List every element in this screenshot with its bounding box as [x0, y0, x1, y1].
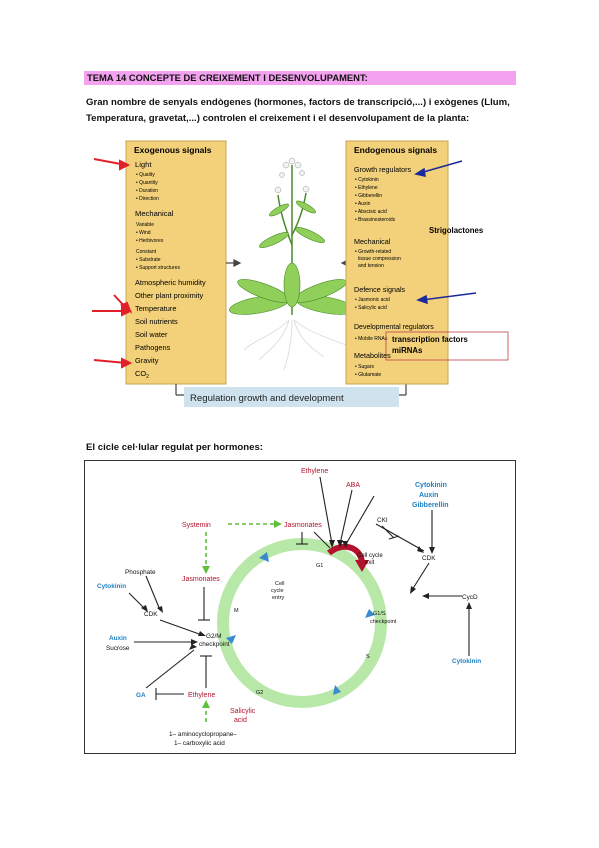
endogenous-panel — [345, 140, 449, 385]
cell-cycle-exit-arrow — [327, 543, 365, 563]
section-heading: TEMA 14 CONCEPTE DE CREIXEMENT I DESENVO… — [84, 71, 516, 85]
arrow-heads — [141, 540, 472, 650]
entry-label-3: entry — [272, 595, 284, 601]
regulation-label: Regulation growth and development — [190, 393, 344, 404]
growth-label: Growth regulators — [354, 165, 412, 174]
dev-item: • Mobile RNAs — [355, 336, 388, 342]
cycd-label: CycD — [462, 594, 478, 601]
growth-item: • Ethylene — [355, 185, 378, 191]
blue-arrows — [414, 160, 477, 305]
co2-label: CO2 — [135, 369, 149, 380]
metab-item: • Sugars — [355, 364, 374, 370]
dev-label: Developmental regulators — [354, 324, 434, 331]
exit-label-1: Cell cycle — [357, 553, 383, 559]
temperature-label: Temperature — [135, 304, 177, 313]
tf-box — [385, 331, 509, 361]
ethylene-top: Ethylene — [301, 468, 328, 475]
salicylic-1: Salicylic — [230, 708, 256, 715]
endo-mech-label: Mechanical — [354, 237, 391, 246]
growth-item: • Abscisic acid — [355, 209, 387, 215]
salicylic-2: acid — [234, 717, 247, 724]
acc-label-1: 1– aminocyclopropane– — [169, 731, 237, 738]
ethylene-bottom: Ethylene — [188, 692, 215, 699]
m-label: M — [234, 608, 239, 614]
exo-title: Exogenous signals — [134, 145, 212, 155]
regulation-arrows — [128, 476, 470, 700]
auxin-left: Auxin — [109, 635, 127, 642]
red-arrows — [92, 158, 133, 369]
cdk-left: CDK — [144, 611, 158, 618]
metab-item: • Glutamate — [355, 372, 381, 378]
jasmonates-left: Jasmonates — [182, 576, 220, 583]
exogenous-panel — [125, 140, 227, 385]
growth-item: • Gibberellin — [355, 193, 382, 199]
variable-item: • Herbivores — [136, 238, 164, 244]
constant-item: • Substrate — [136, 257, 161, 263]
defence-label: Defence signals — [354, 285, 406, 294]
cdk-right: CDK — [422, 555, 436, 562]
endo-mech-item: and tension — [358, 263, 384, 269]
cyto-top: Cytokinin — [415, 482, 447, 489]
cell-cycle-subhead: El cicle cel·lular regulat per hormones: — [86, 442, 264, 453]
defence-item: • Jasmonic acid — [355, 297, 390, 303]
intro-paragraph: Gran nombre de senyals endògenes (hormon… — [86, 97, 510, 124]
constant-label: Constant — [136, 249, 157, 255]
exit-label-2: exit — [365, 560, 375, 566]
light-item: • Quantity — [136, 180, 158, 186]
systemin-label: Systemin — [182, 522, 211, 529]
g1s-label-2: checkpoint — [370, 619, 397, 625]
nutrients-label: Soil nutrients — [135, 317, 178, 326]
g2m-label-2: checkpoint — [199, 641, 230, 648]
jasmonates-top: Jasmonates — [284, 522, 322, 529]
s-label: S — [366, 654, 370, 660]
variable-item: • Wind — [136, 230, 151, 236]
endo-title: Endogenous signals — [354, 145, 437, 155]
light-label: Light — [135, 160, 152, 169]
cytokinin-right: Cytokinin — [452, 658, 481, 665]
mirnas-label: miRNAs — [392, 346, 423, 355]
g2-label: G2 — [256, 690, 263, 696]
ga-label: GA — [136, 692, 146, 699]
growth-item: • Cytokinin — [355, 177, 379, 183]
constant-item: • Support structures — [136, 265, 180, 271]
plant-signals-figure: Exogenous signals Light • Quality • Quan… — [92, 140, 509, 407]
aba-label: ABA — [346, 482, 360, 489]
cell-cycle-figure: Ethylene ABA Cytokinin Auxin Gibberellin… — [84, 460, 516, 754]
gravity-label: Gravity — [135, 356, 159, 365]
water-label: Soil water — [135, 330, 168, 339]
light-item: • Quality — [136, 172, 155, 178]
mechanical-label: Mechanical — [135, 209, 174, 218]
metabolites-label: Metabolites — [354, 351, 391, 360]
growth-item: • Auxin — [355, 201, 371, 207]
endo-mech-item: tissue compression — [358, 256, 401, 262]
cytokinin-left: Cytokinin — [97, 583, 126, 590]
entry-label-1: Cell — [275, 581, 284, 587]
atm-label: Atmospheric humidity — [135, 278, 206, 287]
endo-mech-item: • Growth-related — [355, 249, 391, 255]
phosphate-label: Phosphate — [125, 569, 156, 576]
g1s-label-1: G1/S — [373, 611, 386, 617]
pathogens-label: Pathogens — [135, 343, 171, 352]
proximity-label: Other plant proximity — [135, 291, 203, 300]
cki-label: CKI — [377, 517, 388, 524]
sucrose-label: Sucrose — [106, 645, 130, 652]
gibberellin-label: Gibberellin — [412, 502, 449, 509]
acc-label-2: 1– carboxylic acid — [174, 740, 225, 747]
tf-label: transcription factors — [392, 335, 468, 344]
plant-illustration — [229, 157, 356, 371]
phase-markers — [226, 552, 375, 695]
g1-label: G1 — [316, 563, 323, 569]
g2m-label-1: G2/M — [206, 633, 222, 640]
variable-label: Variable — [136, 222, 154, 228]
figure-frame — [84, 460, 516, 754]
entry-label-2: cycle — [271, 588, 284, 594]
growth-item: • Brassinosteroids — [355, 217, 396, 223]
regulation-banner — [184, 387, 399, 407]
defence-item: • Salicylic acid — [355, 305, 387, 311]
light-item: • Direction — [136, 196, 159, 202]
auxin-top: Auxin — [419, 492, 438, 499]
light-item: • Duration — [136, 188, 158, 194]
strigolactones-label: Strigolactones — [429, 226, 484, 235]
